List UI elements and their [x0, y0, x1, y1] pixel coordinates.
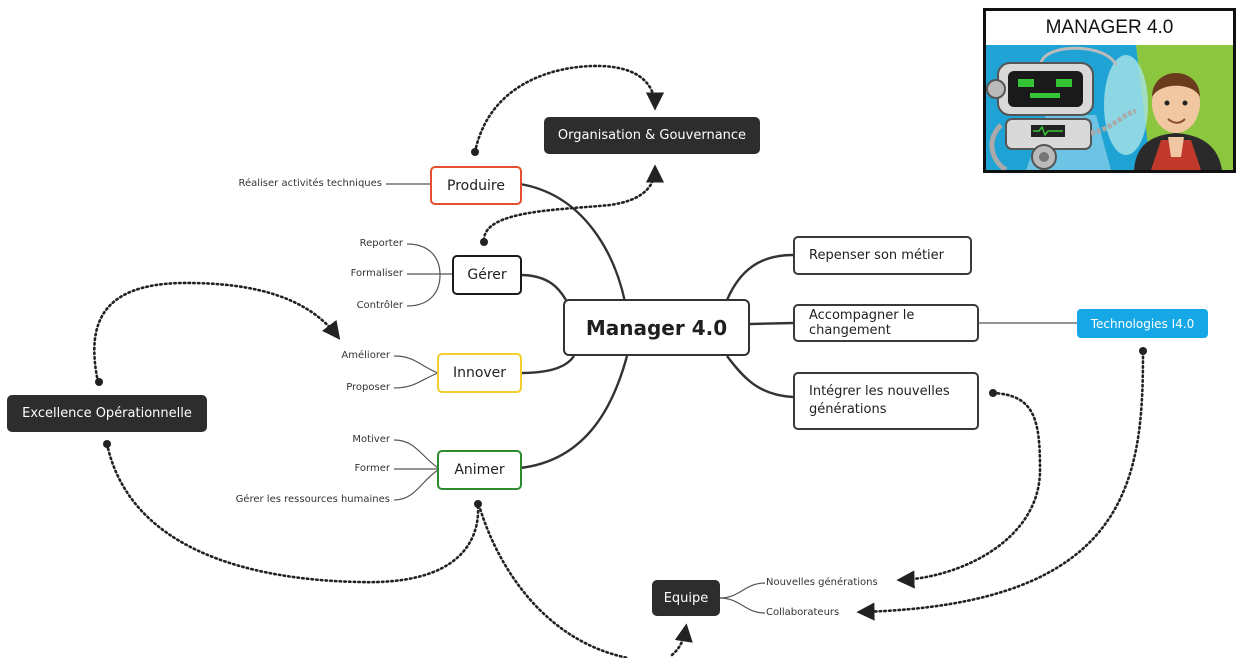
relation-integrer-equipe — [896, 391, 1042, 589]
relation-tech-equipe — [856, 350, 1145, 621]
leaf-link-animer-3 — [393, 469, 439, 501]
relation-dot — [474, 500, 482, 508]
leaf-link-gerer-3 — [406, 274, 441, 307]
leaf-proposer[interactable]: Proposer — [346, 382, 390, 393]
branch-repenser-son-metier[interactable]: Repenser son métier — [793, 236, 972, 275]
leaf-link-innover-1 — [393, 355, 439, 374]
leaf-link-gerer-1 — [406, 243, 441, 276]
relation-excellence-innover — [93, 281, 341, 384]
topic-equipe[interactable]: Equipe — [652, 580, 720, 616]
leaf-controler[interactable]: Contrôler — [356, 300, 403, 311]
leaf-ameliorer[interactable]: Améliorer — [341, 350, 390, 361]
relation-dot — [95, 378, 103, 386]
branch-accompagner-le-changement[interactable]: Accompagner le changement — [793, 304, 979, 342]
leaf-realiser-activites-techniques[interactable]: Réaliser activités techniques — [238, 178, 382, 189]
branch-produire[interactable]: Produire — [430, 166, 522, 205]
relation-excellence-animer — [105, 442, 480, 584]
branch-integrer-nouvelles-generations[interactable]: Intégrer les nouvelles générations — [793, 372, 979, 430]
relation-animer-equipe — [477, 503, 686, 658]
branch-gerer[interactable]: Gérer — [452, 255, 522, 295]
leaf-link-innover-2 — [393, 372, 439, 389]
leaf-nouvelles-generations[interactable]: Nouvelles générations — [766, 577, 878, 588]
branch-animer[interactable]: Animer — [437, 450, 522, 490]
relation-dot — [471, 148, 479, 156]
thumbnail-title: MANAGER 4.0 — [1045, 17, 1174, 38]
relation-dot — [1139, 347, 1147, 355]
branch-label-line-1: Intégrer les nouvelles — [809, 384, 950, 399]
central-topic-manager[interactable]: Manager 4.0 — [563, 299, 750, 356]
leaf-link-animer-1 — [393, 439, 439, 469]
manager-thumbnail: MANAGER 4.0 — [983, 8, 1236, 173]
leaf-collaborateurs[interactable]: Collaborateurs — [766, 607, 840, 618]
leaf-link-equipe-1 — [719, 582, 766, 599]
topic-excellence-operationnelle[interactable]: Excellence Opérationnelle — [7, 395, 207, 432]
link-produire — [519, 182, 627, 303]
branch-label-line-2: générations — [809, 402, 887, 417]
link-accompagner — [749, 321, 794, 326]
robot-and-man-illustration — [986, 45, 1233, 170]
relation-dot — [480, 238, 488, 246]
leaf-motiver[interactable]: Motiver — [352, 434, 390, 445]
topic-organisation-gouvernance[interactable]: Organisation & Gouvernance — [544, 117, 760, 154]
branch-innover[interactable]: Innover — [437, 353, 522, 393]
leaf-gerer-ressources-humaines[interactable]: Gérer les ressources humaines — [235, 494, 390, 505]
link-animer — [519, 355, 629, 470]
topic-technologies-i40[interactable]: Technologies I4.0 — [1077, 309, 1208, 338]
link-gerer — [519, 273, 568, 301]
leaf-reporter[interactable]: Reporter — [359, 238, 403, 249]
link-innover — [519, 355, 575, 375]
leaf-formaliser[interactable]: Formaliser — [350, 268, 403, 279]
leaf-former[interactable]: Former — [354, 463, 390, 474]
link-integrer — [726, 355, 794, 399]
relation-dot — [103, 440, 111, 448]
leaf-link-equipe-2 — [719, 597, 766, 614]
relation-dot — [989, 389, 997, 397]
relation-gerer-organisation — [482, 164, 665, 242]
link-repenser — [725, 253, 794, 301]
relation-produire-organisation — [473, 64, 665, 154]
